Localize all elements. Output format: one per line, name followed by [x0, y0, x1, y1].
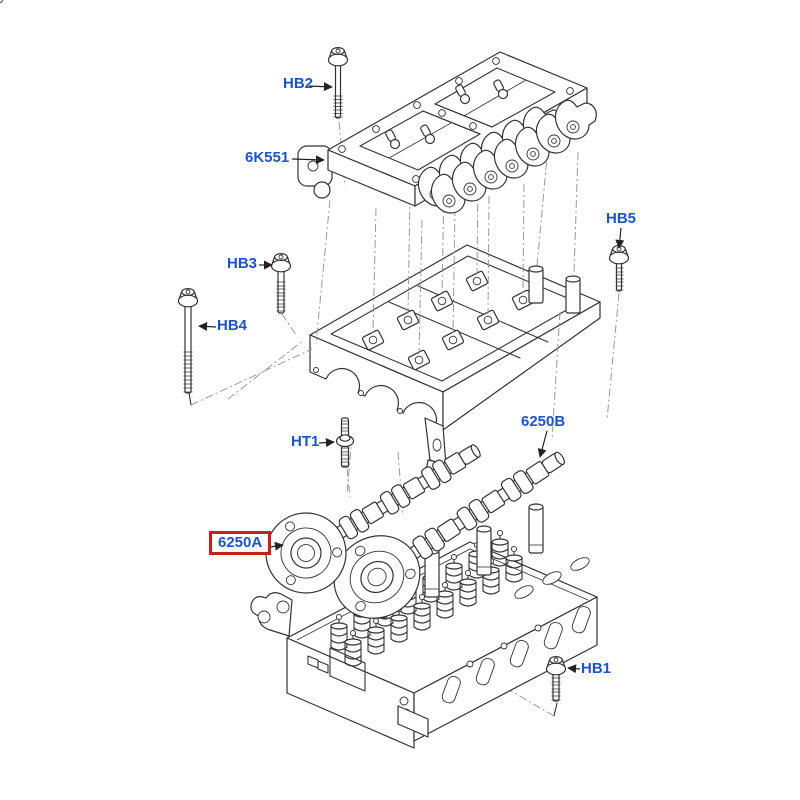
- callout-hb1[interactable]: HB1: [581, 660, 612, 677]
- bolt-hb1-drawing[interactable]: [545, 655, 567, 701]
- callout-6k551[interactable]: 6K551: [245, 149, 290, 166]
- callout-hb3[interactable]: HB3: [227, 255, 258, 272]
- bolt-hb2-drawing[interactable]: [327, 46, 349, 118]
- callout-hb2[interactable]: HB2: [283, 75, 314, 92]
- callout-6250b[interactable]: 6250B: [521, 413, 566, 430]
- callout-6250a-highlighted[interactable]: 6250A: [209, 531, 272, 555]
- cam-carrier-plate-drawing[interactable]: [0, 0, 600, 475]
- callout-hb4[interactable]: HB4: [217, 317, 248, 334]
- callout-hb5[interactable]: HB5: [606, 210, 637, 227]
- part-6k551-carrier-drawing[interactable]: [298, 52, 597, 214]
- leader-lines: [198, 82, 625, 674]
- bolt-hb4-drawing[interactable]: [177, 288, 199, 393]
- stud-ht1-drawing[interactable]: [337, 418, 354, 467]
- bolt-hb5-drawing[interactable]: [608, 245, 630, 291]
- part-cylinder-head-drawing[interactable]: [251, 503, 597, 748]
- bolt-hb3-drawing[interactable]: [270, 253, 292, 313]
- callout-ht1[interactable]: HT1: [291, 433, 320, 450]
